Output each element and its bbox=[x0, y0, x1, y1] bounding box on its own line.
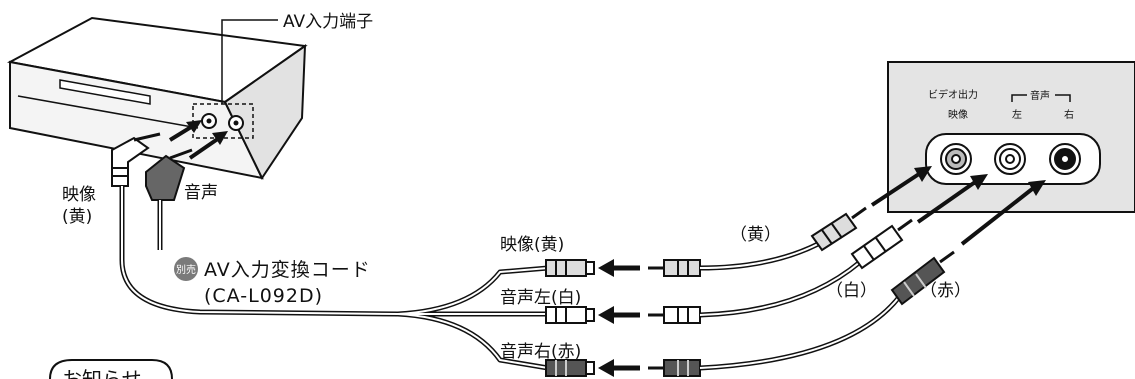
socket-audio-right-red bbox=[545, 359, 595, 377]
device-audio-plug bbox=[145, 148, 193, 201]
tv-audio-left-jack bbox=[994, 143, 1026, 175]
separate-badge-circle bbox=[174, 257, 198, 281]
tv-audio-right-jack bbox=[1049, 143, 1081, 175]
rca-plug-white bbox=[648, 306, 701, 324]
av-input-leader bbox=[221, 19, 278, 104]
cable-end-white bbox=[850, 218, 913, 270]
panel-right-label: 右 bbox=[1064, 108, 1074, 121]
av-input-terminal-label: AV入力端子 bbox=[283, 12, 373, 32]
plug-audio-left-label: 音声左(白) bbox=[500, 288, 581, 308]
recorder-device bbox=[7, 16, 308, 181]
converter-cord-model: (CA-L092D) bbox=[204, 285, 323, 307]
tv-video-jack bbox=[940, 143, 972, 175]
panel-left-label: 左 bbox=[1012, 108, 1022, 121]
cable-end-yellow bbox=[810, 206, 867, 252]
cable-red-label: （赤） bbox=[920, 281, 971, 301]
cable-end-red bbox=[890, 250, 955, 306]
av-input-terminal-box bbox=[192, 103, 254, 139]
cable-yellow-label: （黄） bbox=[730, 225, 781, 245]
separate-badge-label: 別売 bbox=[176, 263, 196, 276]
device-audio-label: 音声 bbox=[184, 183, 218, 203]
plug-video-yellow-label: 映像(黄) bbox=[500, 235, 564, 255]
panel-video-output-label: ビデオ出力 bbox=[928, 88, 978, 101]
insert-arrows-device bbox=[168, 120, 228, 160]
device-video-yellow-label: (黄) bbox=[62, 207, 92, 227]
insert-arrows-middle bbox=[598, 259, 640, 377]
converter-cord-name: AV入力変換コード bbox=[204, 259, 371, 281]
device-video-label: 映像 bbox=[62, 185, 96, 205]
cable-white-label: （白） bbox=[826, 281, 877, 301]
socket-video-yellow bbox=[545, 259, 595, 277]
insert-arrows-tv bbox=[870, 166, 1046, 246]
rca-plug-red bbox=[648, 359, 701, 377]
rca-plug-yellow bbox=[648, 259, 701, 277]
notice-tab: お知らせ bbox=[49, 359, 173, 379]
panel-audio-bracket bbox=[1011, 94, 1071, 102]
socket-audio-left-white bbox=[545, 306, 595, 324]
notice-tab-label: お知らせ bbox=[62, 367, 142, 379]
plug-audio-right-label: 音声右(赤) bbox=[500, 342, 581, 362]
panel-audio-label: 音声 bbox=[1030, 89, 1050, 102]
device-video-plug bbox=[111, 132, 161, 187]
panel-video-label: 映像 bbox=[948, 109, 968, 121]
